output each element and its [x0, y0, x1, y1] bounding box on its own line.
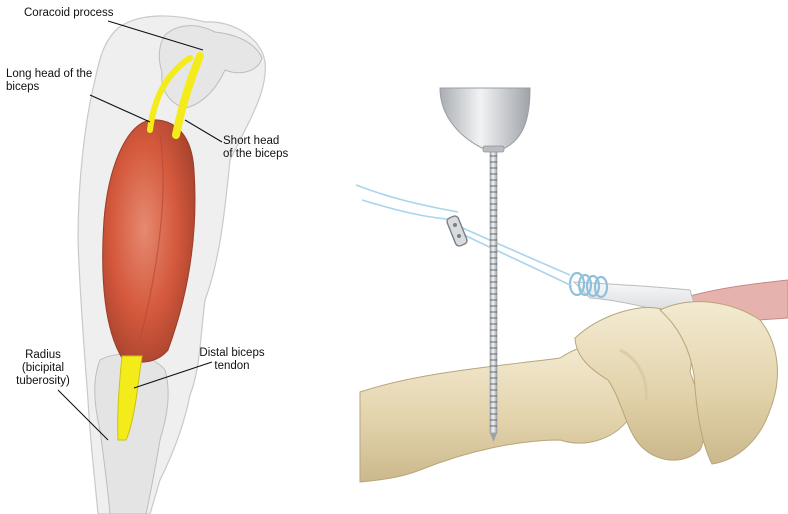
label-distal-biceps-tendon: Distal biceps tendon — [188, 347, 276, 373]
label-coracoid-process: Coracoid process — [24, 7, 113, 20]
drill-collar — [483, 146, 504, 152]
label-short-head-biceps: Short head of the biceps — [223, 135, 288, 161]
label-radius-tuberosity: Radius (bicipital tuberosity) — [14, 349, 72, 388]
label-long-head-biceps: Long head of the biceps — [6, 68, 92, 94]
drill-chuck — [440, 88, 530, 148]
cortical-button — [446, 215, 468, 247]
surgical-repair-panel — [356, 88, 788, 482]
